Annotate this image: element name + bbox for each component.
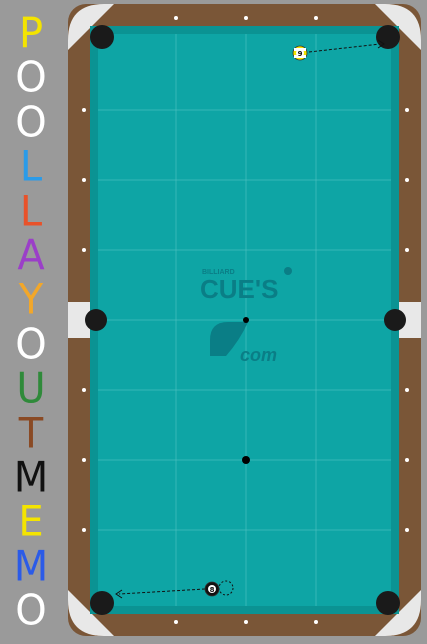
diamond — [82, 388, 86, 392]
title-letter: O — [15, 98, 47, 147]
diamond — [82, 248, 86, 252]
ball-8[interactable]: 8 — [204, 581, 220, 597]
diamond — [82, 528, 86, 532]
diamond — [405, 528, 409, 532]
diamond — [244, 16, 248, 20]
diamond — [405, 108, 409, 112]
title-letter: P — [18, 9, 44, 59]
logo-small-text: BILLIARD — [202, 269, 235, 276]
pocket-top-right — [376, 25, 400, 49]
pocket-bottom-left — [90, 591, 114, 615]
pocket-top-left — [90, 25, 114, 49]
logo-cue-icon — [284, 267, 292, 275]
title-letter: E — [18, 498, 44, 547]
ball-9-arrowhead — [377, 39, 385, 49]
diamond — [82, 178, 86, 182]
diamond — [174, 620, 178, 624]
pockets — [85, 25, 406, 615]
diamond — [405, 178, 409, 182]
foot-spot — [242, 456, 250, 464]
diamond — [314, 16, 318, 20]
diamond — [405, 248, 409, 252]
title-letter: O — [15, 54, 47, 103]
ball-9[interactable]: 9 — [292, 45, 308, 61]
ball-9-path — [308, 43, 381, 53]
pool-table[interactable]: BILLIARD CUE'S com 9 8 — [62, 0, 427, 640]
ball-9-number: 9 — [298, 50, 303, 58]
diamond — [244, 620, 248, 624]
center-spot — [243, 317, 249, 323]
diamond — [82, 108, 86, 112]
logo-main-text: CUE'S — [200, 274, 278, 304]
logo-d-icon — [210, 322, 248, 356]
pocket-middle-left — [85, 309, 107, 331]
diamond — [314, 620, 318, 624]
title-letter: M — [13, 453, 49, 503]
ball-8-arrowhead — [115, 589, 123, 599]
ball-8-path — [118, 588, 206, 595]
logo-sub-text: com — [240, 345, 277, 365]
pocket-bottom-right — [376, 591, 400, 615]
table-svg[interactable]: BILLIARD CUE'S com 9 8 — [62, 0, 427, 640]
title-letter: O — [15, 320, 47, 369]
felt-grid — [98, 34, 391, 606]
title-letter: T — [18, 409, 44, 458]
title-letter: L — [19, 187, 43, 236]
title-letter: A — [17, 231, 45, 281]
diamond — [405, 458, 409, 462]
pocket-middle-right — [384, 309, 406, 331]
title-letter: U — [16, 365, 46, 414]
diamond — [82, 458, 86, 462]
ball-8-number: 8 — [210, 586, 215, 594]
logo: BILLIARD CUE'S com — [200, 267, 292, 365]
title-letter: Y — [18, 276, 44, 325]
title-letter: L — [19, 143, 43, 192]
diamond — [174, 16, 178, 20]
diamond — [405, 388, 409, 392]
diamonds — [82, 16, 409, 624]
title-letter: M — [13, 542, 49, 591]
title-letter: O — [15, 587, 47, 636]
